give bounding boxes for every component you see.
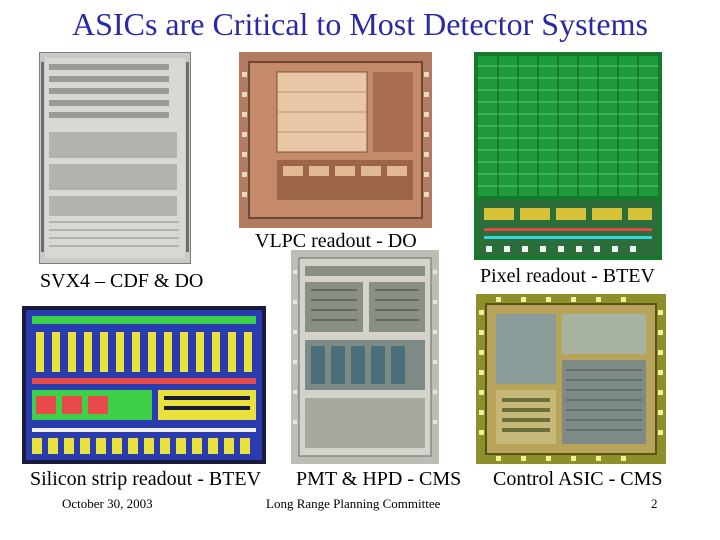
slide-title: ASICs are Critical to Most Detector Syst… <box>72 6 648 42</box>
pixel-chip-image <box>474 52 662 260</box>
pmt-hpd-chip-image <box>291 250 439 464</box>
caption-silicon-strip: Silicon strip readout - BTEV <box>30 468 262 490</box>
control-asic-chip-image <box>476 294 666 464</box>
caption-pixel: Pixel readout - BTEV <box>480 265 655 287</box>
silicon-strip-chip-image <box>22 306 266 464</box>
caption-vlpc: VLPC readout - DO <box>255 230 417 252</box>
caption-pmt-hpd: PMT & HPD - CMS <box>296 468 462 490</box>
caption-control-asic: Control ASIC - CMS <box>493 468 663 490</box>
page-number: 2 <box>651 496 658 511</box>
footer-date: October 30, 2003 <box>62 496 153 511</box>
svx4-chip-image <box>39 52 191 264</box>
caption-svx4: SVX4 – CDF & DO <box>40 270 204 292</box>
vlpc-chip-image <box>239 52 432 228</box>
footer-committee: Long Range Planning Committee <box>266 496 441 511</box>
